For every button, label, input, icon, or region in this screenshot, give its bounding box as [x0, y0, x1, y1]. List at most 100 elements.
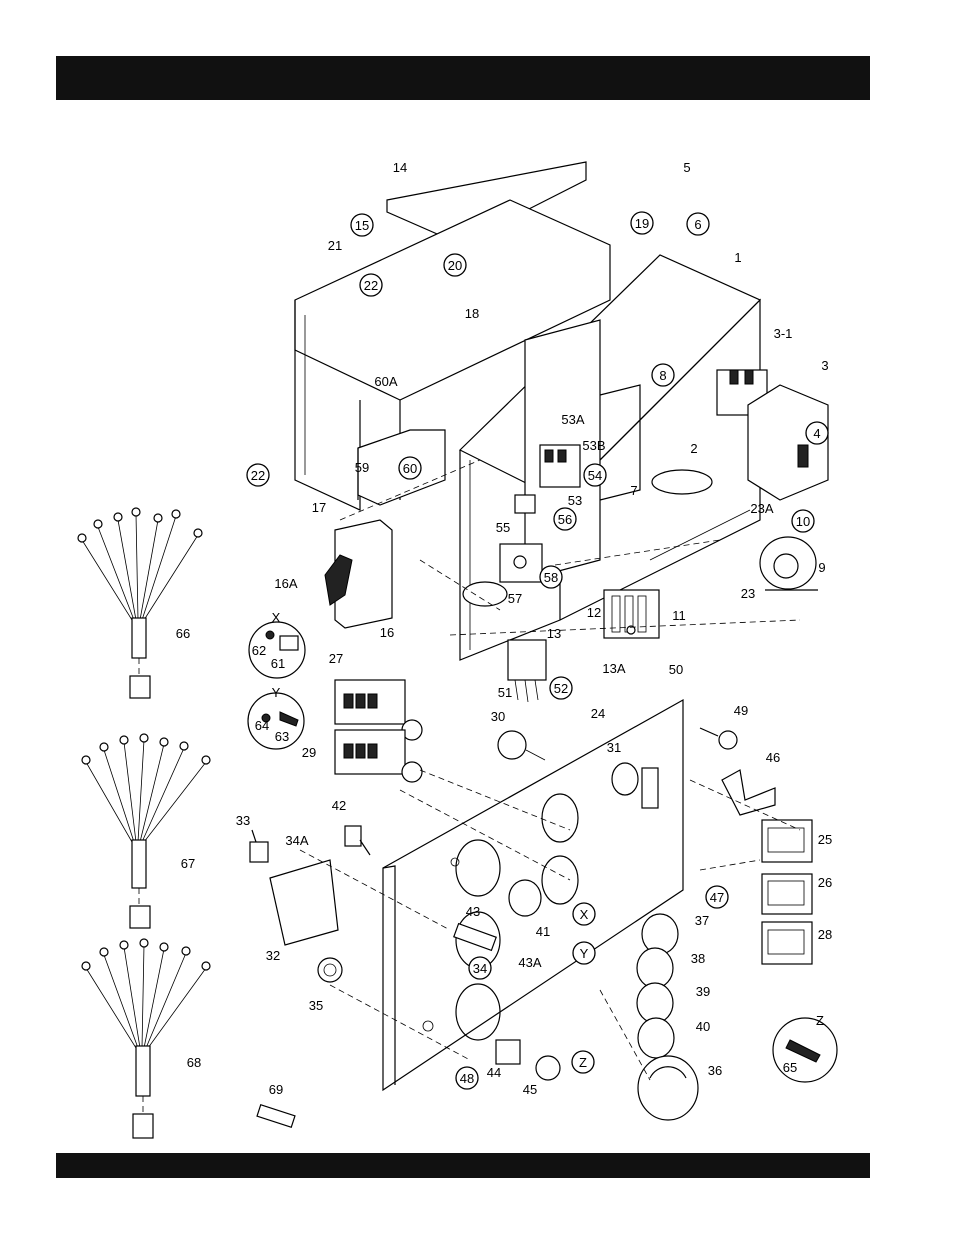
callout-l24: 24 — [591, 706, 605, 721]
callout-l67: 67 — [181, 856, 195, 871]
callout-l56: 56 — [558, 512, 572, 527]
gauge-36 — [638, 1056, 698, 1120]
callout-l44: 44 — [487, 1065, 501, 1080]
callout-l34: 34 — [473, 961, 487, 976]
callout-l13a: 13A — [602, 661, 625, 676]
receptacle-35 — [318, 958, 342, 982]
gauge-37 — [642, 914, 678, 954]
callout-l57: 57 — [508, 591, 522, 606]
callout-l31: 31 — [607, 740, 621, 755]
callout-l3: 3 — [821, 358, 828, 373]
contactor-11 — [604, 590, 659, 638]
callout-l31b: 3-1 — [774, 326, 793, 341]
callout-l26: 26 — [818, 875, 832, 890]
callout-l30: 30 — [491, 709, 505, 724]
callout-l17: 17 — [312, 500, 326, 515]
callout-l10: 10 — [796, 514, 810, 529]
callout-l6: 6 — [694, 217, 701, 232]
callout-lx2: X — [580, 907, 589, 922]
callout-l53b: 53B — [582, 438, 605, 453]
pc-board-32 — [270, 860, 338, 945]
wire-harness-68 — [82, 939, 210, 1138]
pilot-lamp-41 — [509, 880, 541, 916]
gauge-38 — [637, 948, 673, 988]
callout-l8: 8 — [659, 368, 666, 383]
gauge-39 — [637, 983, 673, 1023]
callout-l46: 46 — [766, 750, 780, 765]
callout-l20: 20 — [448, 258, 462, 273]
callout-l43a: 43A — [518, 955, 541, 970]
callout-l5: 5 — [683, 160, 690, 175]
callout-l18: 18 — [465, 306, 479, 321]
callout-l16: 16 — [380, 625, 394, 640]
selector-switch-30 — [498, 731, 545, 760]
bracket-46 — [722, 770, 775, 815]
callout-l52: 52 — [554, 681, 568, 696]
callout-l61: 61 — [271, 656, 285, 671]
callout-l35: 35 — [309, 998, 323, 1013]
component-52 — [508, 640, 546, 702]
callout-l59: 59 — [355, 460, 369, 475]
callout-ly2: Y — [580, 946, 589, 961]
callout-l55: 55 — [496, 520, 510, 535]
callout-l63: 63 — [275, 729, 289, 744]
knob-49 — [700, 728, 737, 749]
callout-l21: 21 — [328, 238, 342, 253]
callout-l39: 39 — [696, 984, 710, 999]
callout-l41: 41 — [536, 924, 550, 939]
callout-l40: 40 — [696, 1019, 710, 1034]
callout-l2: 2 — [690, 441, 697, 456]
callout-l54: 54 — [588, 468, 602, 483]
callout-l38: 38 — [691, 951, 705, 966]
callout-l62: 62 — [252, 643, 266, 658]
callout-l53a: 53A — [561, 412, 584, 427]
lamp-45 — [536, 1056, 560, 1080]
gauge-40 — [638, 1018, 674, 1058]
callout-l36: 36 — [708, 1063, 722, 1078]
callout-l37: 37 — [695, 913, 709, 928]
callout-lz2: Z — [579, 1055, 587, 1070]
callout-l34a: 34A — [285, 833, 308, 848]
callout-l22a: 22 — [364, 278, 378, 293]
callout-l23: 23 — [741, 586, 755, 601]
callout-l33: 33 — [236, 813, 250, 828]
callout-l60: 60 — [403, 461, 417, 476]
callout-l16a: 16A — [274, 576, 297, 591]
current-transformer — [760, 537, 818, 590]
callout-l45: 45 — [523, 1082, 537, 1097]
toggle-switch-42 — [345, 826, 370, 855]
callout-l69: 69 — [269, 1082, 283, 1097]
callout-l22b: 22 — [251, 468, 265, 483]
callout-l11: 11 — [672, 608, 686, 623]
callout-l13: 13 — [547, 626, 561, 641]
callout-l14: 14 — [393, 160, 407, 175]
rotary-switch — [325, 520, 392, 628]
callout-l42: 42 — [332, 798, 346, 813]
callout-l58: 58 — [544, 570, 558, 585]
meter-25 — [762, 820, 812, 862]
meter-28 — [762, 922, 812, 964]
callout-l9: 9 — [818, 560, 825, 575]
callout-l28: 28 — [818, 927, 832, 942]
block-56 — [515, 495, 535, 513]
callout-l66: 66 — [176, 626, 190, 641]
callout-l1: 1 — [734, 250, 741, 265]
callout-l60a: 60A — [374, 374, 397, 389]
callout-l12: 12 — [587, 605, 601, 620]
knob-31 — [612, 763, 638, 795]
callout-l64: 64 — [255, 718, 269, 733]
callout-l53: 53 — [568, 493, 582, 508]
callout-lz1: Z — [816, 1013, 824, 1028]
callout-l65: 65 — [783, 1060, 797, 1075]
callout-l27: 27 — [329, 651, 343, 666]
callout-l29: 29 — [302, 745, 316, 760]
wire-harness-67 — [82, 734, 210, 928]
push-switch-44 — [496, 1040, 520, 1064]
callout-l47: 47 — [710, 890, 724, 905]
meter-26 — [762, 874, 812, 914]
callout-l19: 19 — [635, 216, 649, 231]
callout-l43: 43 — [466, 904, 480, 919]
callout-ly1: Y — [272, 685, 281, 700]
callout-l49: 49 — [734, 703, 748, 718]
